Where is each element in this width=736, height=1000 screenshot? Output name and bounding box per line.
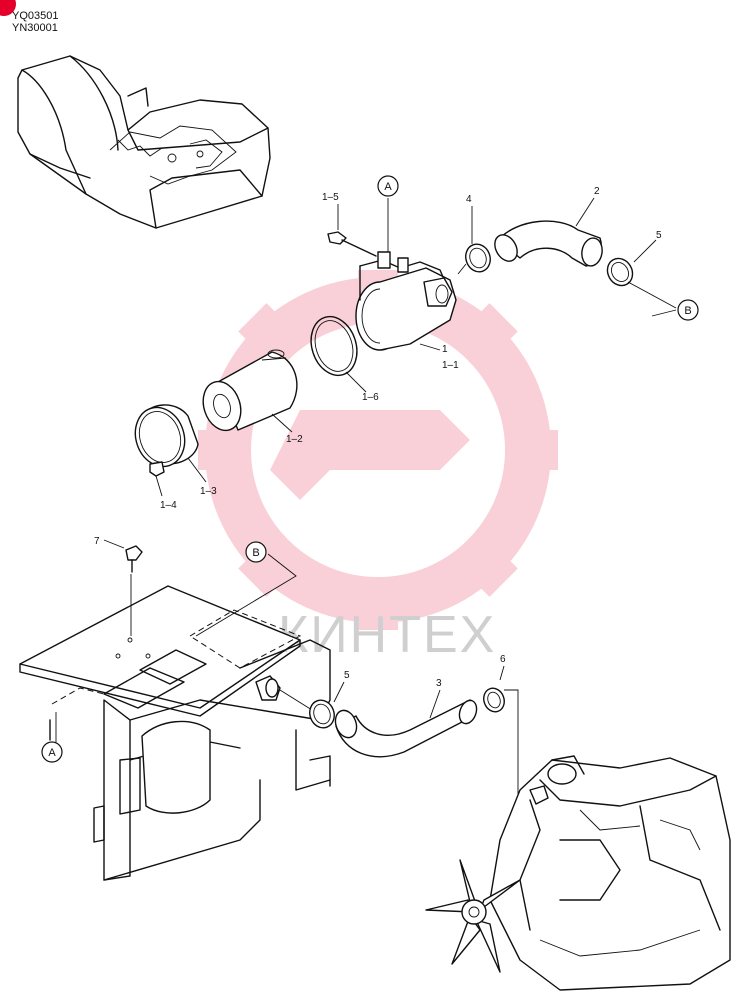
clamp-5-bottom (309, 681, 345, 729)
watermark-text: КИНТЕХ (278, 606, 496, 664)
watermark-gear (198, 270, 558, 630)
leader-1 (419, 343, 441, 351)
leader-b-mid (195, 553, 297, 637)
label-5-top: 5 (656, 230, 662, 241)
label-1-5: 1–5 (322, 192, 339, 203)
corner-badge (0, 0, 16, 16)
code-2: YN30001 (12, 22, 58, 34)
clamp-6 (483, 665, 519, 808)
hose-2 (494, 197, 603, 267)
label-1-6: 1–6 (362, 392, 379, 403)
air-cleaner-body (355, 251, 457, 351)
label-7: 7 (94, 536, 100, 547)
svg-text:A: A (48, 747, 56, 759)
label-1-4: 1–4 (160, 500, 177, 511)
floor-panel (19, 585, 331, 881)
label-1-3: 1–3 (200, 486, 217, 497)
leader-b-right (651, 309, 677, 317)
label-3: 3 (436, 678, 442, 689)
label-6: 6 (500, 654, 506, 665)
bolt-7 (103, 539, 143, 636)
label-4: 4 (466, 194, 472, 205)
pipe-stub (255, 675, 313, 711)
label-1: 1 (442, 344, 448, 355)
valve-1-4 (149, 461, 165, 497)
clamp-5-top (606, 239, 677, 309)
label-1-1: 1–1 (442, 360, 459, 371)
cover-1-3 (134, 404, 207, 483)
callout-b-right: B (677, 299, 699, 321)
svg-text:A: A (384, 181, 392, 193)
part-codes: YQ03501 YN30001 (12, 10, 58, 34)
callout-b-mid: B (245, 541, 267, 563)
label-2: 2 (594, 186, 600, 197)
clamp-4 (457, 206, 491, 275)
svg-text:B: B (684, 305, 691, 317)
svg-text:B: B (252, 547, 259, 559)
seat-drawing (17, 55, 271, 229)
label-5-bottom: 5 (344, 670, 350, 681)
callout-a-top: A (377, 175, 399, 197)
filter-element-1-2 (202, 349, 298, 433)
callout-a-left: A (41, 741, 63, 763)
code-1: YQ03501 (12, 10, 59, 22)
bolt-1-5 (327, 204, 377, 257)
hose-3 (334, 689, 478, 758)
o-ring-1-6 (310, 315, 367, 393)
label-1-2: 1–2 (286, 434, 303, 445)
fan-drawing (425, 859, 521, 973)
engine-drawing (489, 755, 731, 991)
